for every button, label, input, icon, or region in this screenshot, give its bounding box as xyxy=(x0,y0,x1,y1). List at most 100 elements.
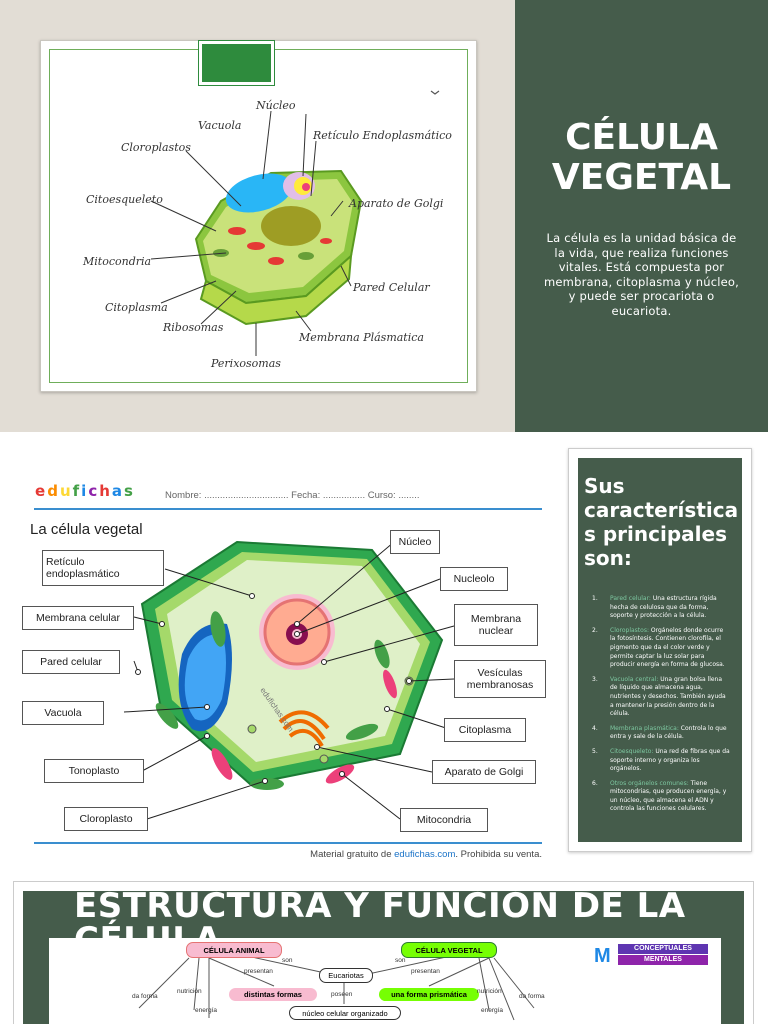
label-reticulo-endoplasmatico: Retículo endoplasmático xyxy=(42,550,164,586)
characteristic-item: 2.Cloroplastos: Orgánelos donde ocurre l… xyxy=(592,627,730,670)
label-pared: Pared Celular xyxy=(352,281,430,294)
logo-line-2: MENTALES xyxy=(618,955,708,965)
cell-illustration xyxy=(194,169,363,326)
chevron-down-icon xyxy=(430,90,440,95)
label-citoesqueleto: Citoesqueleto xyxy=(86,193,163,206)
label-membrana: Membrana Plásmatica xyxy=(298,331,424,344)
conn-da-forma-left: da forma xyxy=(132,993,158,1000)
label-pared-celular: Pared celular xyxy=(22,650,120,674)
label-nucleolo: Nucleolo xyxy=(440,567,508,591)
slide3-panel: ESTRUCTURA Y FUNCIÓN DE LA CÉLULA xyxy=(23,891,744,1024)
characteristics-title: Sus característica s principales son: xyxy=(584,474,739,570)
label-mitocondria: Mitocondria xyxy=(82,255,151,268)
conceptuales-mentales-logo: M CONCEPTUALES MENTALES xyxy=(594,944,712,968)
label-aparato-golgi: Aparato de Golgi xyxy=(432,760,536,784)
logo-mark-icon: M xyxy=(594,945,611,967)
characteristic-text: Una gran bolsa llena de líquido que alma… xyxy=(610,675,726,718)
characteristic-body: Citoesqueleto: Una red de fibras que da … xyxy=(610,748,730,774)
characteristic-text: Una estructura rígida hecha de celulosa … xyxy=(610,595,717,620)
characteristic-term: Cloroplastos: xyxy=(610,626,649,634)
slide-1: Núcleo Vacuola Retículo Endoplasmático C… xyxy=(0,0,768,432)
slide-description: La célula es la unidad básica de la vida… xyxy=(543,231,740,318)
slide3-card: ESTRUCTURA Y FUNCIÓN DE LA CÉLULA xyxy=(13,881,754,1024)
footer-rule xyxy=(34,842,542,844)
conn-nutricion-right: nutrición xyxy=(477,988,502,995)
characteristic-body: Vacuola central: Una gran bolsa llena de… xyxy=(610,676,730,719)
label-vacuola: Vacuola xyxy=(198,119,241,132)
concept-map: CÉLULA ANIMAL CÉLULA VEGETAL Eucariotas … xyxy=(49,938,721,1024)
conn-nutricion-left: nutrición xyxy=(177,988,202,995)
conn-energia-left: energía xyxy=(195,1007,218,1014)
header-rule xyxy=(34,508,542,510)
title-panel: CÉLULA VEGETAL La célula es la unidad bá… xyxy=(515,0,768,432)
footer-prefix: Material gratuito de xyxy=(310,849,395,860)
characteristics-card: Sus característica s principales son: 1.… xyxy=(568,448,752,852)
plant-cell-2d-diagram: edufichas.com xyxy=(123,540,455,820)
label-nucleo: Núcleo xyxy=(390,530,440,554)
conn-son-left: son xyxy=(282,957,293,964)
label-cloroplastos: Cloroplastos xyxy=(121,141,191,154)
characteristic-body: Otros orgánelos comunes: Tiene mitocondr… xyxy=(610,780,730,814)
label-membrana-nuclear: Membrana nuclear xyxy=(454,604,538,646)
footer-suffix: . Prohibida su venta. xyxy=(455,849,542,860)
conn-presentan-left: presentan xyxy=(244,968,273,975)
diagram-leader-lines xyxy=(150,110,352,356)
characteristic-item: 3. Vacuola central: Una gran bolsa llena … xyxy=(592,676,730,719)
conn-da-forma-right: da forma xyxy=(519,993,545,1000)
footer-link[interactable]: edufichas.com xyxy=(394,849,456,860)
label-vesiculas: Vesículas membranosas xyxy=(454,660,546,698)
title-line-2: VEGETAL xyxy=(551,157,732,198)
characteristic-body: Cloroplastos: Orgánelos donde ocurre la … xyxy=(610,627,730,670)
label-reticulo: Retículo Endoplasmático xyxy=(312,129,452,142)
conn-poseen: poseen xyxy=(331,991,353,998)
node-nucleo-organizado: núcleo celular organizado xyxy=(289,1006,401,1020)
characteristics-panel: Sus característica s principales son: 1.… xyxy=(578,458,742,842)
characteristic-item: 1. Pared celular: Una estructura rígida h… xyxy=(592,595,730,621)
label-golgi: Aparato de Golgi xyxy=(348,197,443,210)
conn-son-right: son xyxy=(395,957,406,964)
characteristic-item: 4. Membrana plasmática: Controla lo que e… xyxy=(592,725,730,742)
worksheet-footer: Material gratuito de edufichas.com. Proh… xyxy=(310,849,542,860)
label-pointer-lines xyxy=(123,541,455,820)
characteristic-number: 5. xyxy=(592,747,598,755)
label-citoplasma: Citoplasma xyxy=(444,718,526,742)
characteristic-text: Tiene mitocondrias, que producen energía… xyxy=(610,779,727,813)
characteristic-number: 4. xyxy=(592,724,598,732)
conn-presentan-right: presentan xyxy=(411,968,440,975)
characteristic-term: Vacuola central: xyxy=(610,675,659,683)
characteristic-term: Membrana plasmática: xyxy=(610,724,679,732)
logo-line-1: CONCEPTUALES xyxy=(618,944,708,954)
node-celula-vegetal: CÉLULA VEGETAL xyxy=(401,942,497,958)
label-perixosomas: Perixosomas xyxy=(210,357,281,370)
card-tab-decoration xyxy=(198,40,275,86)
slide-3: ESTRUCTURA Y FUNCIÓN DE LA CÉLULA xyxy=(0,864,768,1024)
label-vacuola: Vacuola xyxy=(22,701,104,725)
characteristic-term: Pared celular: xyxy=(610,595,651,602)
characteristic-number: 3. xyxy=(592,675,598,683)
conn-energia-right: energía xyxy=(481,1007,504,1014)
title-line-1: CÉLULA xyxy=(565,117,718,158)
label-citoplasma: Citoplasma xyxy=(105,301,168,314)
label-nucleo: Núcleo xyxy=(255,99,296,112)
characteristic-number: 6. xyxy=(592,779,598,787)
characteristic-body: Pared celular: Una estructura rígida hec… xyxy=(610,595,730,621)
characteristics-list: 1. Pared celular: Una estructura rígida h… xyxy=(592,595,730,820)
characteristic-text: Controla lo que entra y sale de la célul… xyxy=(610,724,727,741)
node-celula-animal: CÉLULA ANIMAL xyxy=(186,942,282,958)
cell-drawing xyxy=(140,540,444,790)
node-forma-prismatica: una forma prismática xyxy=(379,988,479,1001)
characteristic-item: 5. Citoesqueleto: Una red de fibras que d… xyxy=(592,748,730,774)
characteristic-text: Orgánelos donde ocurre la fotosíntesis. … xyxy=(610,626,725,669)
label-membrana-celular: Membrana celular xyxy=(22,606,134,630)
characteristic-term: Otros orgánelos comunes: xyxy=(610,779,689,787)
characteristic-term: Citoesqueleto: xyxy=(610,747,654,755)
node-distintas-formas: distintas formas xyxy=(229,988,317,1001)
plant-cell-3d-diagram: Núcleo Vacuola Retículo Endoplasmático C… xyxy=(82,90,452,370)
characteristic-number: 1. xyxy=(592,595,598,602)
worksheet-fields: Nombre: ................................… xyxy=(165,490,420,501)
characteristic-body: Membrana plasmática: Controla lo que ent… xyxy=(610,725,730,742)
diagram-card: Núcleo Vacuola Retículo Endoplasmático C… xyxy=(40,40,477,392)
